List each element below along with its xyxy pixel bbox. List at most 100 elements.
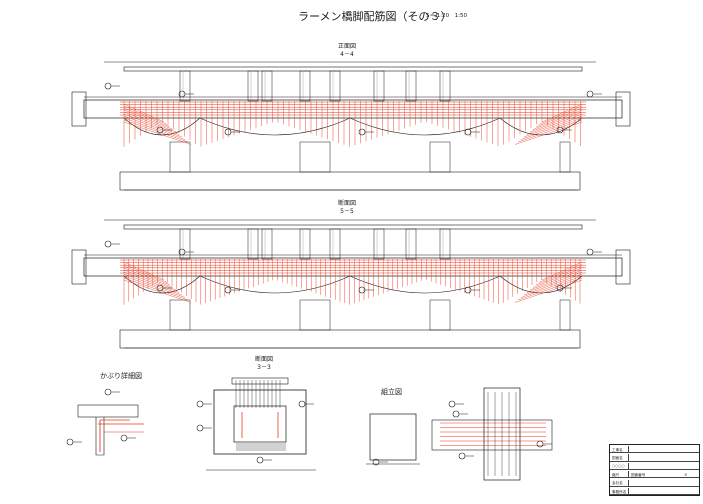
bar-mark-circle bbox=[196, 400, 204, 408]
haunch-rebar bbox=[520, 275, 583, 298]
title-block-row: ○○○○ bbox=[610, 462, 699, 471]
section-5-heading: 断面図 bbox=[337, 200, 356, 207]
haunch-rebar bbox=[123, 107, 171, 128]
haunch-rebar bbox=[123, 113, 180, 135]
title-block-mark: × bbox=[684, 472, 688, 478]
haunch-rebar bbox=[123, 265, 171, 286]
haunch-rebar bbox=[123, 117, 186, 140]
abutment-right bbox=[615, 91, 631, 127]
pier bbox=[559, 299, 571, 331]
scale-note: S＝ 1:20 1:50 bbox=[426, 13, 467, 19]
column-stub bbox=[179, 228, 191, 260]
haunch-rebar bbox=[538, 105, 583, 125]
bar-mark-circle bbox=[464, 286, 472, 294]
haunch-rebar bbox=[526, 271, 583, 293]
haunch-curve bbox=[123, 275, 201, 294]
column-stub bbox=[405, 228, 417, 260]
haunch-rebar bbox=[123, 273, 183, 296]
haunch-rebar bbox=[123, 261, 165, 281]
haunch-rebar bbox=[535, 265, 583, 286]
title-block-row: 工事名 bbox=[610, 446, 699, 454]
haunch-curve bbox=[349, 117, 501, 136]
pier bbox=[299, 141, 331, 173]
column-stub bbox=[179, 70, 191, 102]
haunch-rebar bbox=[523, 273, 583, 296]
bar-mark-circle bbox=[120, 434, 128, 442]
elevation-heading: 正面図 bbox=[337, 43, 356, 50]
haunch-rebar bbox=[123, 119, 189, 143]
title-block-value: 図面番号 bbox=[631, 472, 646, 477]
bar-mark-circle bbox=[104, 82, 112, 90]
drawing-title: ラーメン橋脚配筋図（その３） bbox=[298, 10, 452, 23]
bar-mark-circle bbox=[256, 456, 264, 464]
column-stub bbox=[405, 70, 417, 102]
haunch-rebar bbox=[526, 113, 583, 135]
bar-mark-circle bbox=[452, 410, 460, 418]
bar-mark-circle bbox=[104, 240, 112, 248]
title-block-row: 事務所名 bbox=[610, 488, 699, 496]
title-block-row: 会社名 bbox=[610, 479, 699, 487]
title-block-label: 図面名 bbox=[612, 455, 623, 460]
haunch-rebar bbox=[529, 111, 583, 133]
haunch-rebar bbox=[529, 269, 583, 291]
column-stub bbox=[439, 70, 451, 102]
column-stub bbox=[299, 228, 311, 260]
column-stub bbox=[247, 70, 259, 102]
haunch-curve bbox=[199, 275, 351, 294]
side-column bbox=[483, 387, 521, 481]
abutment-right bbox=[615, 249, 631, 285]
title-block-row: 図面名 bbox=[610, 454, 699, 462]
haunch-rebar bbox=[123, 105, 168, 125]
haunch-rebar bbox=[532, 267, 583, 288]
haunch-rebar bbox=[123, 103, 165, 123]
bar-mark-circle bbox=[224, 286, 232, 294]
title-block-divider bbox=[628, 454, 629, 461]
haunch-rebar bbox=[123, 111, 177, 133]
pier bbox=[169, 141, 191, 173]
section-5-5 bbox=[71, 219, 631, 349]
title-block-divider bbox=[628, 488, 629, 495]
haunch-rebar bbox=[123, 115, 183, 138]
title-block-row: 縮尺 図面番号 × bbox=[610, 471, 699, 479]
title-block-label: 会社名 bbox=[612, 481, 623, 486]
section-3-heading: 断面図 bbox=[254, 356, 273, 363]
haunch-curve bbox=[349, 275, 501, 294]
bar-mark-circle bbox=[448, 400, 456, 408]
pier bbox=[559, 141, 571, 173]
title-block-label: 事務所名 bbox=[612, 489, 627, 494]
bar-mark-circle bbox=[196, 424, 204, 432]
assembly-caption: 組立図 bbox=[381, 388, 402, 396]
pier bbox=[429, 141, 451, 173]
section-3-3 bbox=[196, 377, 316, 471]
bar-mark-circle bbox=[536, 440, 544, 448]
haunch-rebar bbox=[532, 109, 583, 130]
haunch-leg bbox=[95, 417, 105, 456]
haunch-rebar bbox=[538, 263, 583, 283]
haunch-rebar bbox=[523, 115, 583, 138]
haunch-rebar bbox=[123, 121, 192, 145]
haunch-rebar bbox=[123, 109, 174, 130]
abutment-left bbox=[71, 91, 87, 127]
haunch-rebar bbox=[123, 271, 180, 293]
haunch-rebar bbox=[520, 117, 583, 140]
assembly-box bbox=[369, 413, 417, 461]
haunch-detail bbox=[66, 388, 144, 456]
haunch-rebar bbox=[123, 277, 189, 301]
column-stub bbox=[373, 70, 385, 102]
section-5-label: 5－5 bbox=[340, 208, 354, 215]
assembly-detail bbox=[366, 413, 420, 466]
bar-mark-circle bbox=[298, 400, 306, 408]
haunch-detail-caption: かぶり詳細図 bbox=[100, 372, 142, 380]
bar-mark-circle bbox=[458, 452, 466, 460]
elevation-label: 4－4 bbox=[340, 51, 354, 58]
footing bbox=[119, 171, 581, 191]
elevation-4-4 bbox=[71, 61, 631, 191]
bar-mark-circle bbox=[586, 90, 594, 98]
title-block-label: 縮尺 bbox=[612, 472, 620, 477]
bar-mark-circle bbox=[66, 438, 74, 446]
haunch-rebar bbox=[535, 107, 583, 128]
side-beam bbox=[431, 419, 553, 451]
title-block-divider bbox=[628, 471, 629, 478]
